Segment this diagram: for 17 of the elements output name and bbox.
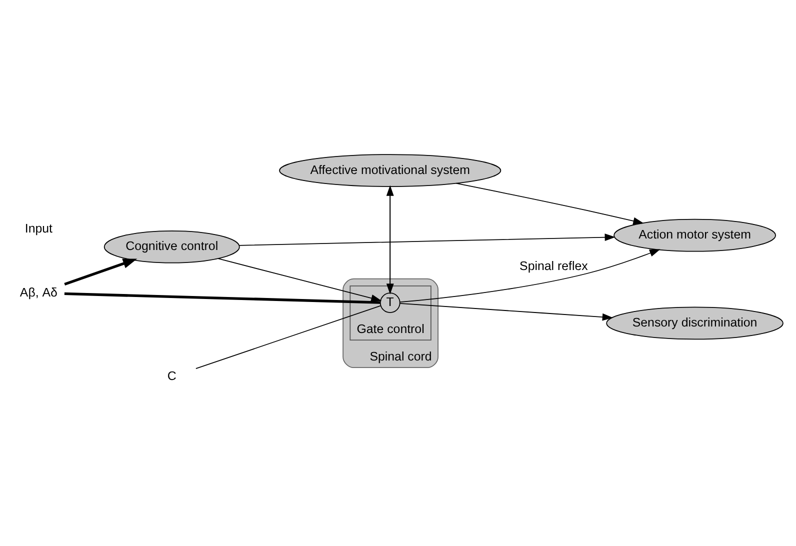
connector — [64, 292, 380, 304]
label: Input — [24, 220, 52, 235]
node-circle: T — [380, 292, 400, 312]
arrow — [456, 182, 644, 224]
node-ellipse: Action motor system — [614, 218, 776, 252]
arrow — [64, 258, 138, 285]
arrow — [400, 302, 614, 320]
arrow — [238, 233, 616, 246]
edge-label: Spinal reflex — [520, 258, 588, 273]
node-ellipse: Affective motivational system — [279, 154, 502, 186]
node-ellipse: Sensory discrimination — [606, 306, 784, 340]
arrow — [400, 248, 660, 302]
arrow — [218, 258, 382, 302]
node-ellipse: Cognitive control — [104, 230, 240, 263]
node-text: C — [167, 368, 176, 382]
connector — [196, 304, 381, 369]
node-text: Aβ, Aδ — [20, 284, 58, 299]
